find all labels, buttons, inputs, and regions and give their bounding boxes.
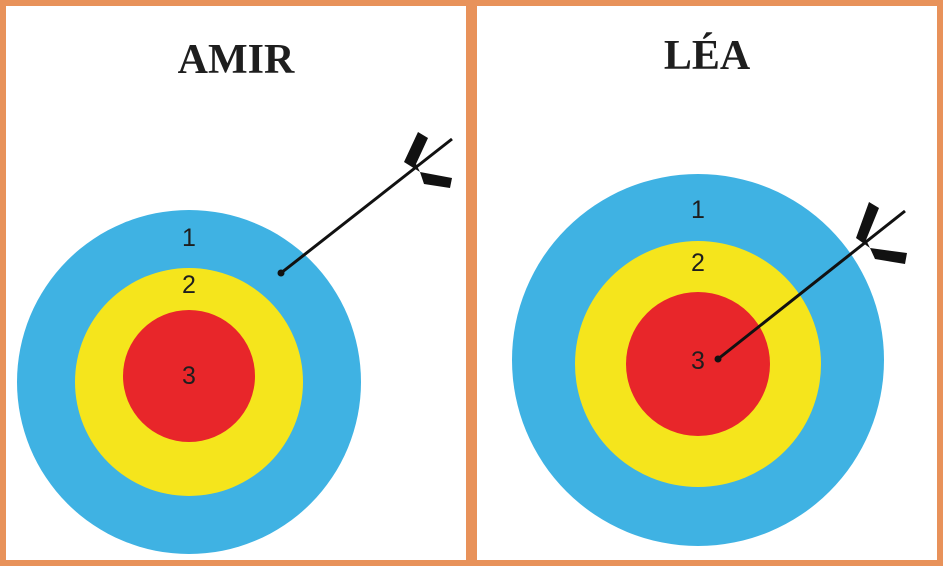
ring-label-1-amir: 1 [182,224,196,252]
panel-lea: LÉA 1 2 3 [477,6,937,560]
ring-3-lea [626,292,770,436]
ring-label-2-amir: 2 [182,271,196,299]
ring-label-3-lea: 3 [691,347,705,375]
ring-label-2-lea: 2 [691,249,705,277]
target-lea: 1 2 3 [512,174,907,546]
ring-3-amir [123,310,255,442]
panel-amir: AMIR 1 2 3 [6,6,466,560]
target-amir: 1 2 3 [17,132,453,554]
player-name-lea: LÉA [663,33,751,79]
arrow-amir [277,132,453,277]
player-name-amir: AMIR [177,37,295,83]
panel-divider [466,0,477,566]
ring-label-3-amir: 3 [182,362,196,390]
arrow-lea [714,202,907,363]
ring-label-1-lea: 1 [691,196,705,224]
